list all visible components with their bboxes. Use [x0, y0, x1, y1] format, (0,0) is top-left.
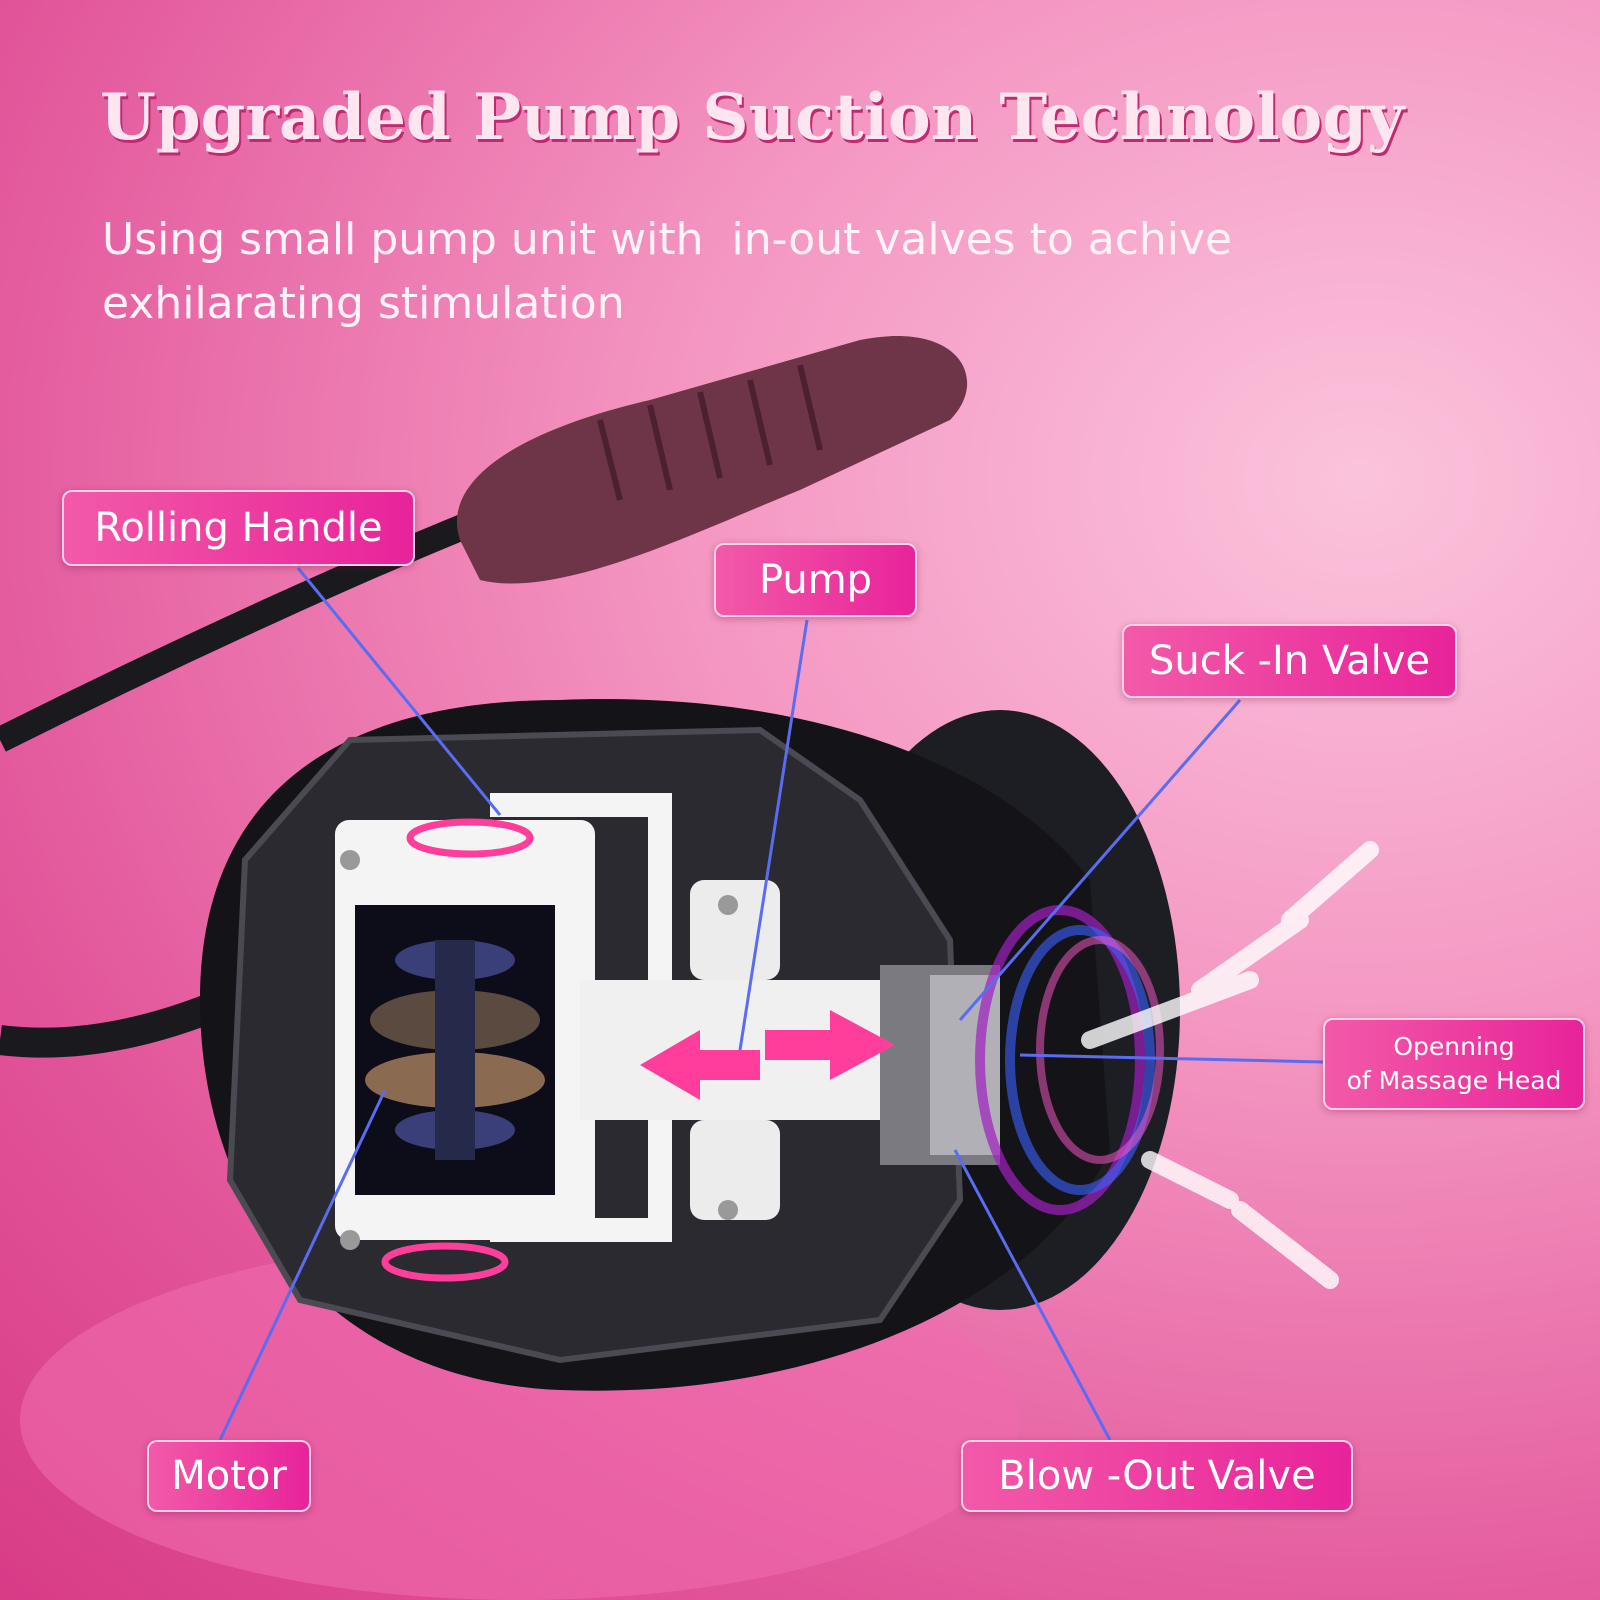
callout-motor: Motor [147, 1440, 311, 1512]
leader-suck-in-valve [958, 699, 1242, 1021]
leader-blow-out-valve [953, 1149, 1112, 1441]
massage-head-opening [975, 905, 1164, 1215]
callout-opening-line-1: Openning [1393, 1032, 1515, 1061]
leader-opening [1019, 1053, 1324, 1064]
page-subtitle: Using small pump unit with in-out valves… [102, 208, 1502, 336]
callout-rolling-handle: Rolling Handle [62, 490, 415, 566]
callout-pump: Pump [714, 543, 917, 617]
rolling-handle-attachment [456, 336, 968, 584]
cable-lower [0, 986, 236, 1058]
airflow-arrows [1081, 841, 1379, 1289]
leader-rolling-handle [296, 567, 502, 816]
leader-pump [738, 619, 809, 1051]
subtitle-line-2: exhilarating stimulation [102, 278, 625, 329]
cable [0, 507, 485, 752]
subtitle-line-1: Using small pump unit with in-out valves… [102, 214, 1233, 265]
callout-suck-in-valve: Suck -In Valve [1122, 624, 1457, 698]
leader-lines [218, 567, 1324, 1441]
flow-direction-arrows [640, 1010, 895, 1100]
leader-motor [218, 1089, 387, 1441]
callout-opening-line-2: of Massage Head [1346, 1066, 1562, 1095]
page-title: Upgraded Pump Suction Technology [100, 80, 1405, 155]
motor [355, 905, 555, 1195]
callout-blow-out-valve: Blow -Out Valve [961, 1440, 1353, 1512]
callout-opening-of-massage-head: Openning of Massage Head [1323, 1018, 1585, 1110]
rotation-arrow-icon [381, 818, 534, 1282]
